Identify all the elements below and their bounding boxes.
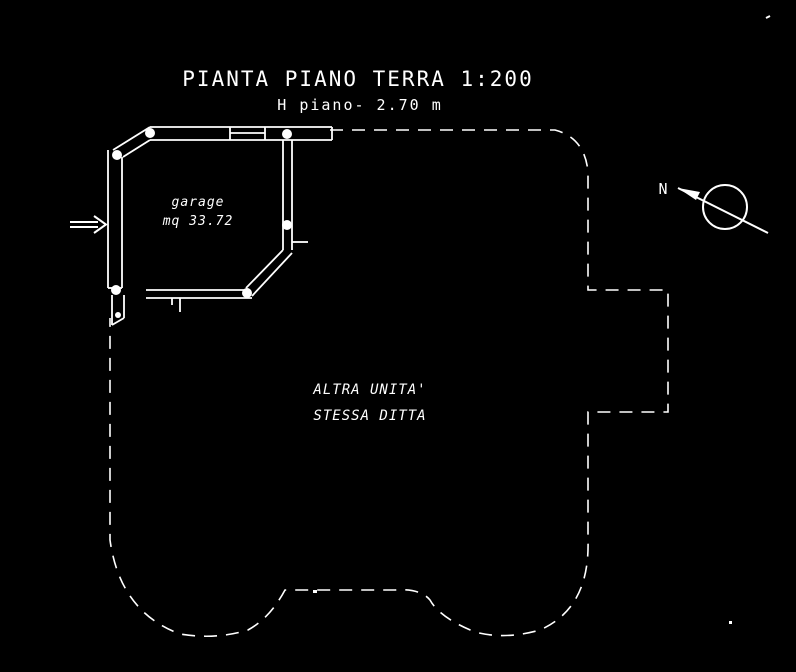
garage-area-label: mq 33.72	[162, 214, 234, 229]
north-label: N	[658, 180, 667, 198]
scan-dot	[729, 621, 732, 624]
scan-mark	[765, 15, 771, 19]
plan-title: PIANTA PIANO TERRA 1:200	[182, 67, 533, 91]
other-unit-outline	[109, 129, 669, 638]
garage-name-label: garage	[172, 195, 225, 210]
entrance-arrow-icon	[70, 215, 108, 234]
north-arrow-icon	[677, 184, 769, 234]
other-unit-line1: ALTRA UNITA'	[312, 382, 426, 398]
outline-mark	[313, 590, 317, 593]
other-unit-line2: STESSA DITTA	[313, 408, 426, 424]
floor-height-label: H piano- 2.70 m	[277, 96, 442, 114]
wall-junctions	[111, 128, 292, 318]
